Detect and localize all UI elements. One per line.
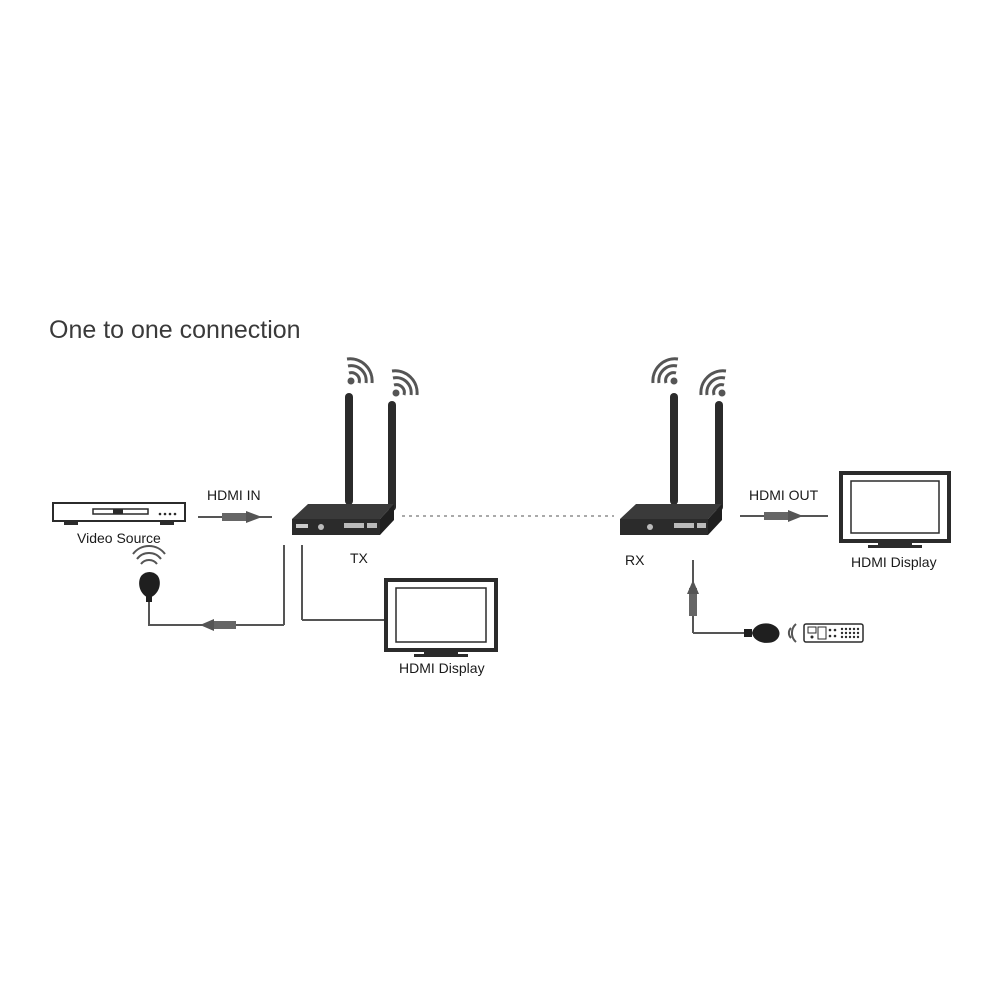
ir-cable-left: [149, 545, 285, 631]
wifi-icon: [346, 357, 374, 385]
ir-emitter-icon: [744, 623, 797, 643]
ir-cable-right: [687, 560, 748, 634]
monitor-icon: [384, 578, 498, 657]
diagram-title: One to one connection: [49, 316, 301, 344]
rx-device: [620, 393, 723, 535]
dvd-player-icon: [52, 502, 186, 525]
hdmi-in-arrow: [198, 511, 272, 523]
hdmi-out-arrow: [740, 510, 828, 522]
antenna-icon: [345, 393, 396, 511]
hdmi-in-label: HDMI IN: [207, 487, 261, 503]
antenna-icon: [670, 393, 723, 511]
video-source-label: Video Source: [77, 530, 161, 546]
tx-device: [292, 393, 396, 535]
remote-control-icon: [803, 623, 864, 643]
ir-receiver-icon: [132, 545, 166, 626]
tx-label: TX: [350, 550, 368, 566]
wifi-icon: [651, 357, 679, 385]
hdmi-out-label: HDMI OUT: [749, 487, 819, 503]
monitor-icon: [839, 471, 951, 548]
rx-label: RX: [625, 552, 645, 568]
hdmi-display-right-label: HDMI Display: [851, 554, 937, 570]
wifi-icon: [699, 369, 727, 397]
hdmi-loop-cable: [301, 545, 386, 621]
wifi-icon: [391, 369, 419, 397]
hdmi-display-left-label: HDMI Display: [399, 660, 485, 676]
